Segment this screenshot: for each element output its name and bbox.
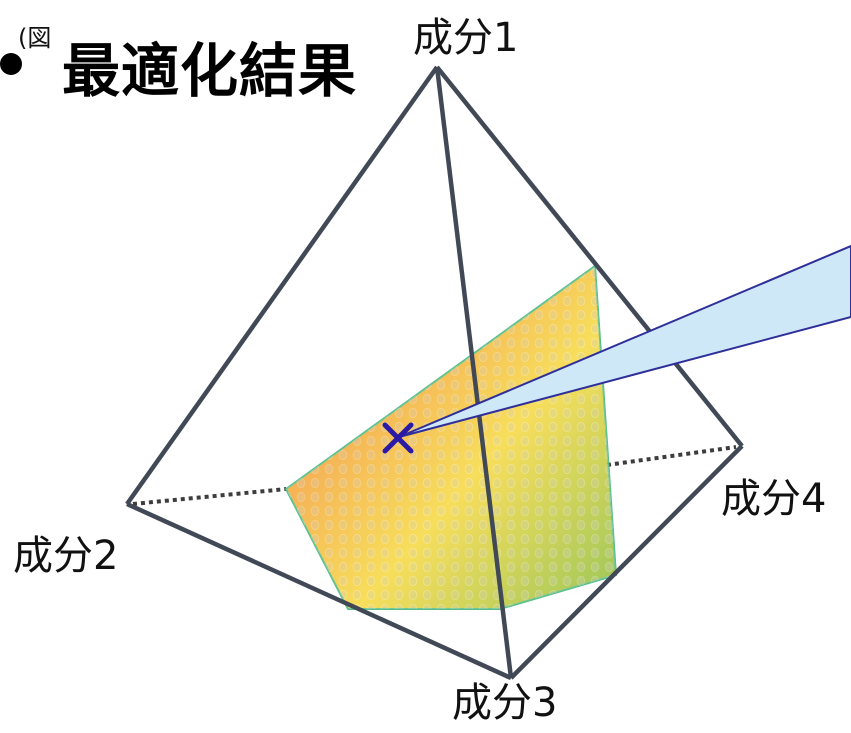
bullet-icon xyxy=(0,53,22,75)
cross-marker-icon xyxy=(382,422,414,454)
edge-top-to-component-3 xyxy=(434,66,514,679)
edge-top-to-component-4 xyxy=(435,65,744,448)
edge-component-2-to-component-3 xyxy=(126,501,512,681)
component-2-label: 成分2 xyxy=(13,533,119,579)
figure-note: (図 xyxy=(18,24,52,52)
component-3-label: 成分3 xyxy=(452,680,558,726)
edge-component-3-to-component-4 xyxy=(509,444,744,680)
edge-top-to-component-2 xyxy=(125,65,439,506)
callout-shape xyxy=(398,244,851,438)
optimal-region-dot-overlay xyxy=(286,266,616,609)
title-area: (図 最適化結果 xyxy=(0,10,440,105)
page-title: 最適化結果 xyxy=(62,37,358,105)
hidden-edge-left xyxy=(132,487,287,506)
component-1-label: 成分1 xyxy=(413,15,519,61)
component-4-label: 成分4 xyxy=(721,476,827,522)
hidden-edge-right xyxy=(606,445,737,467)
